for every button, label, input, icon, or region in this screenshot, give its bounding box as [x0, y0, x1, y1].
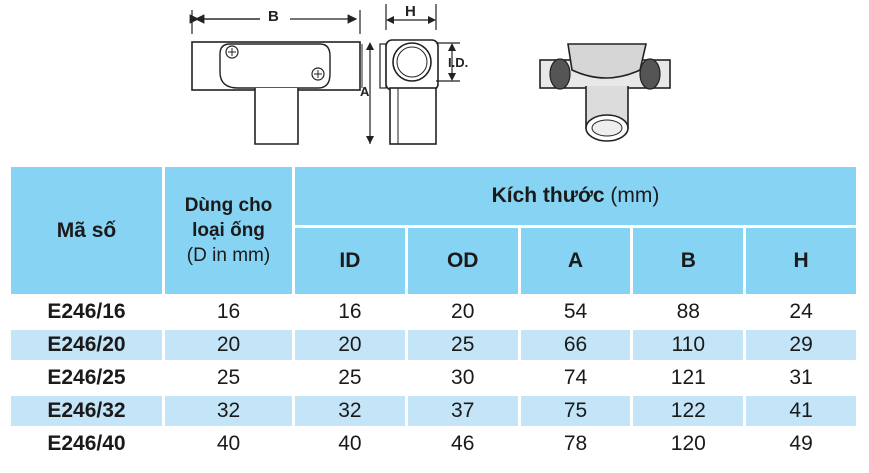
header-use-line3: (D in mm)	[186, 245, 271, 266]
table-row: E246/25 25 25 30 74 121 31	[11, 363, 856, 393]
cell-code: E246/40	[47, 432, 126, 455]
dimension-label-h: H	[405, 3, 416, 20]
cell-od: 46	[451, 432, 475, 455]
cell-od: 37	[407, 396, 518, 426]
cell-b: 88	[676, 300, 700, 323]
header-use-line2: loại ống	[192, 220, 265, 241]
cell-h: 49	[789, 432, 813, 455]
header-group-label: Kích thước	[491, 184, 605, 207]
cell-d: 20	[165, 330, 292, 360]
cell-d: 25	[216, 366, 241, 389]
cell-code: E246/32	[11, 396, 162, 426]
cell-id: 16	[338, 300, 362, 323]
header-col-id: ID	[295, 228, 405, 294]
specification-table: Mã số Dùng cho loại ống (D in mm) Kích t…	[8, 164, 859, 462]
dimension-label-a: A	[360, 84, 370, 99]
technical-drawing: B H A I.D.	[0, 0, 869, 160]
cell-h: 24	[789, 300, 813, 323]
cell-b: 122	[633, 396, 744, 426]
header-col-od: OD	[407, 228, 518, 294]
cell-b: 120	[670, 432, 706, 455]
table-row: E246/40 40 40 46 78 120 49	[11, 429, 856, 459]
tee-fitting-drawing	[189, 4, 671, 145]
cell-b: 110	[633, 330, 744, 360]
cell-h: 29	[746, 330, 856, 360]
dimension-label-id: I.D.	[448, 55, 469, 70]
table-row: E246/20 20 20 25 66 110 29	[11, 330, 856, 360]
cell-d: 16	[216, 300, 241, 323]
cell-id: 20	[295, 330, 405, 360]
dimension-label-b: B	[268, 8, 279, 25]
cell-b: 121	[670, 366, 706, 389]
header-col-a: A	[520, 228, 631, 294]
cell-code: E246/25	[47, 366, 126, 389]
cell-d: 32	[165, 396, 292, 426]
header-group-unit: (mm)	[610, 184, 660, 207]
header-col-h: H	[746, 228, 856, 294]
cell-d: 40	[216, 432, 241, 455]
cell-h: 31	[789, 366, 813, 389]
cell-id: 32	[295, 396, 405, 426]
header-col-b: B	[633, 228, 744, 294]
cell-code: E246/16	[47, 300, 126, 323]
header-dimensions-group: Kích thước (mm)	[295, 167, 856, 225]
table-row: E246/16 16 16 20 54 88 24	[11, 297, 856, 327]
cell-a: 74	[563, 366, 588, 389]
cell-h: 41	[746, 396, 856, 426]
header-pipe-usage: Dùng cho loại ống (D in mm)	[165, 167, 292, 294]
header-use-line1: Dùng cho	[184, 195, 273, 216]
cell-a: 75	[520, 396, 631, 426]
cell-id: 25	[338, 366, 362, 389]
table-row: E246/32 32 32 37 75 122 41	[11, 396, 856, 426]
cell-id: 40	[338, 432, 362, 455]
cell-od: 30	[451, 366, 475, 389]
cell-od: 20	[451, 300, 475, 323]
header-code: Mã số	[11, 167, 162, 294]
cell-a: 54	[563, 300, 588, 323]
cell-od: 25	[407, 330, 518, 360]
cell-code: E246/20	[11, 330, 162, 360]
cell-a: 78	[563, 432, 588, 455]
cell-a: 66	[520, 330, 631, 360]
